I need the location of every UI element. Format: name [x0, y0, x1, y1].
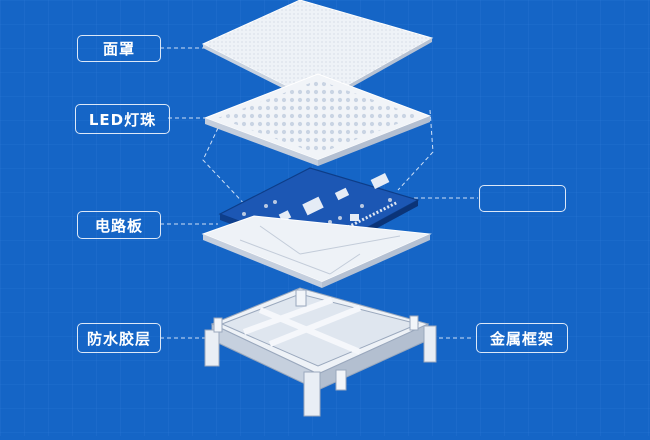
label-led: LED灯珠: [75, 104, 170, 134]
label-pcb: 电路板: [77, 211, 161, 239]
waterproof-layer: [201, 215, 432, 288]
label-frame: 金属框架: [476, 323, 568, 353]
frame-layer: [204, 287, 437, 417]
label-mask: 面罩: [77, 35, 161, 62]
label-blank: [479, 185, 566, 212]
led-layer: [203, 73, 432, 166]
label-waterproof: 防水胶层: [77, 323, 161, 353]
